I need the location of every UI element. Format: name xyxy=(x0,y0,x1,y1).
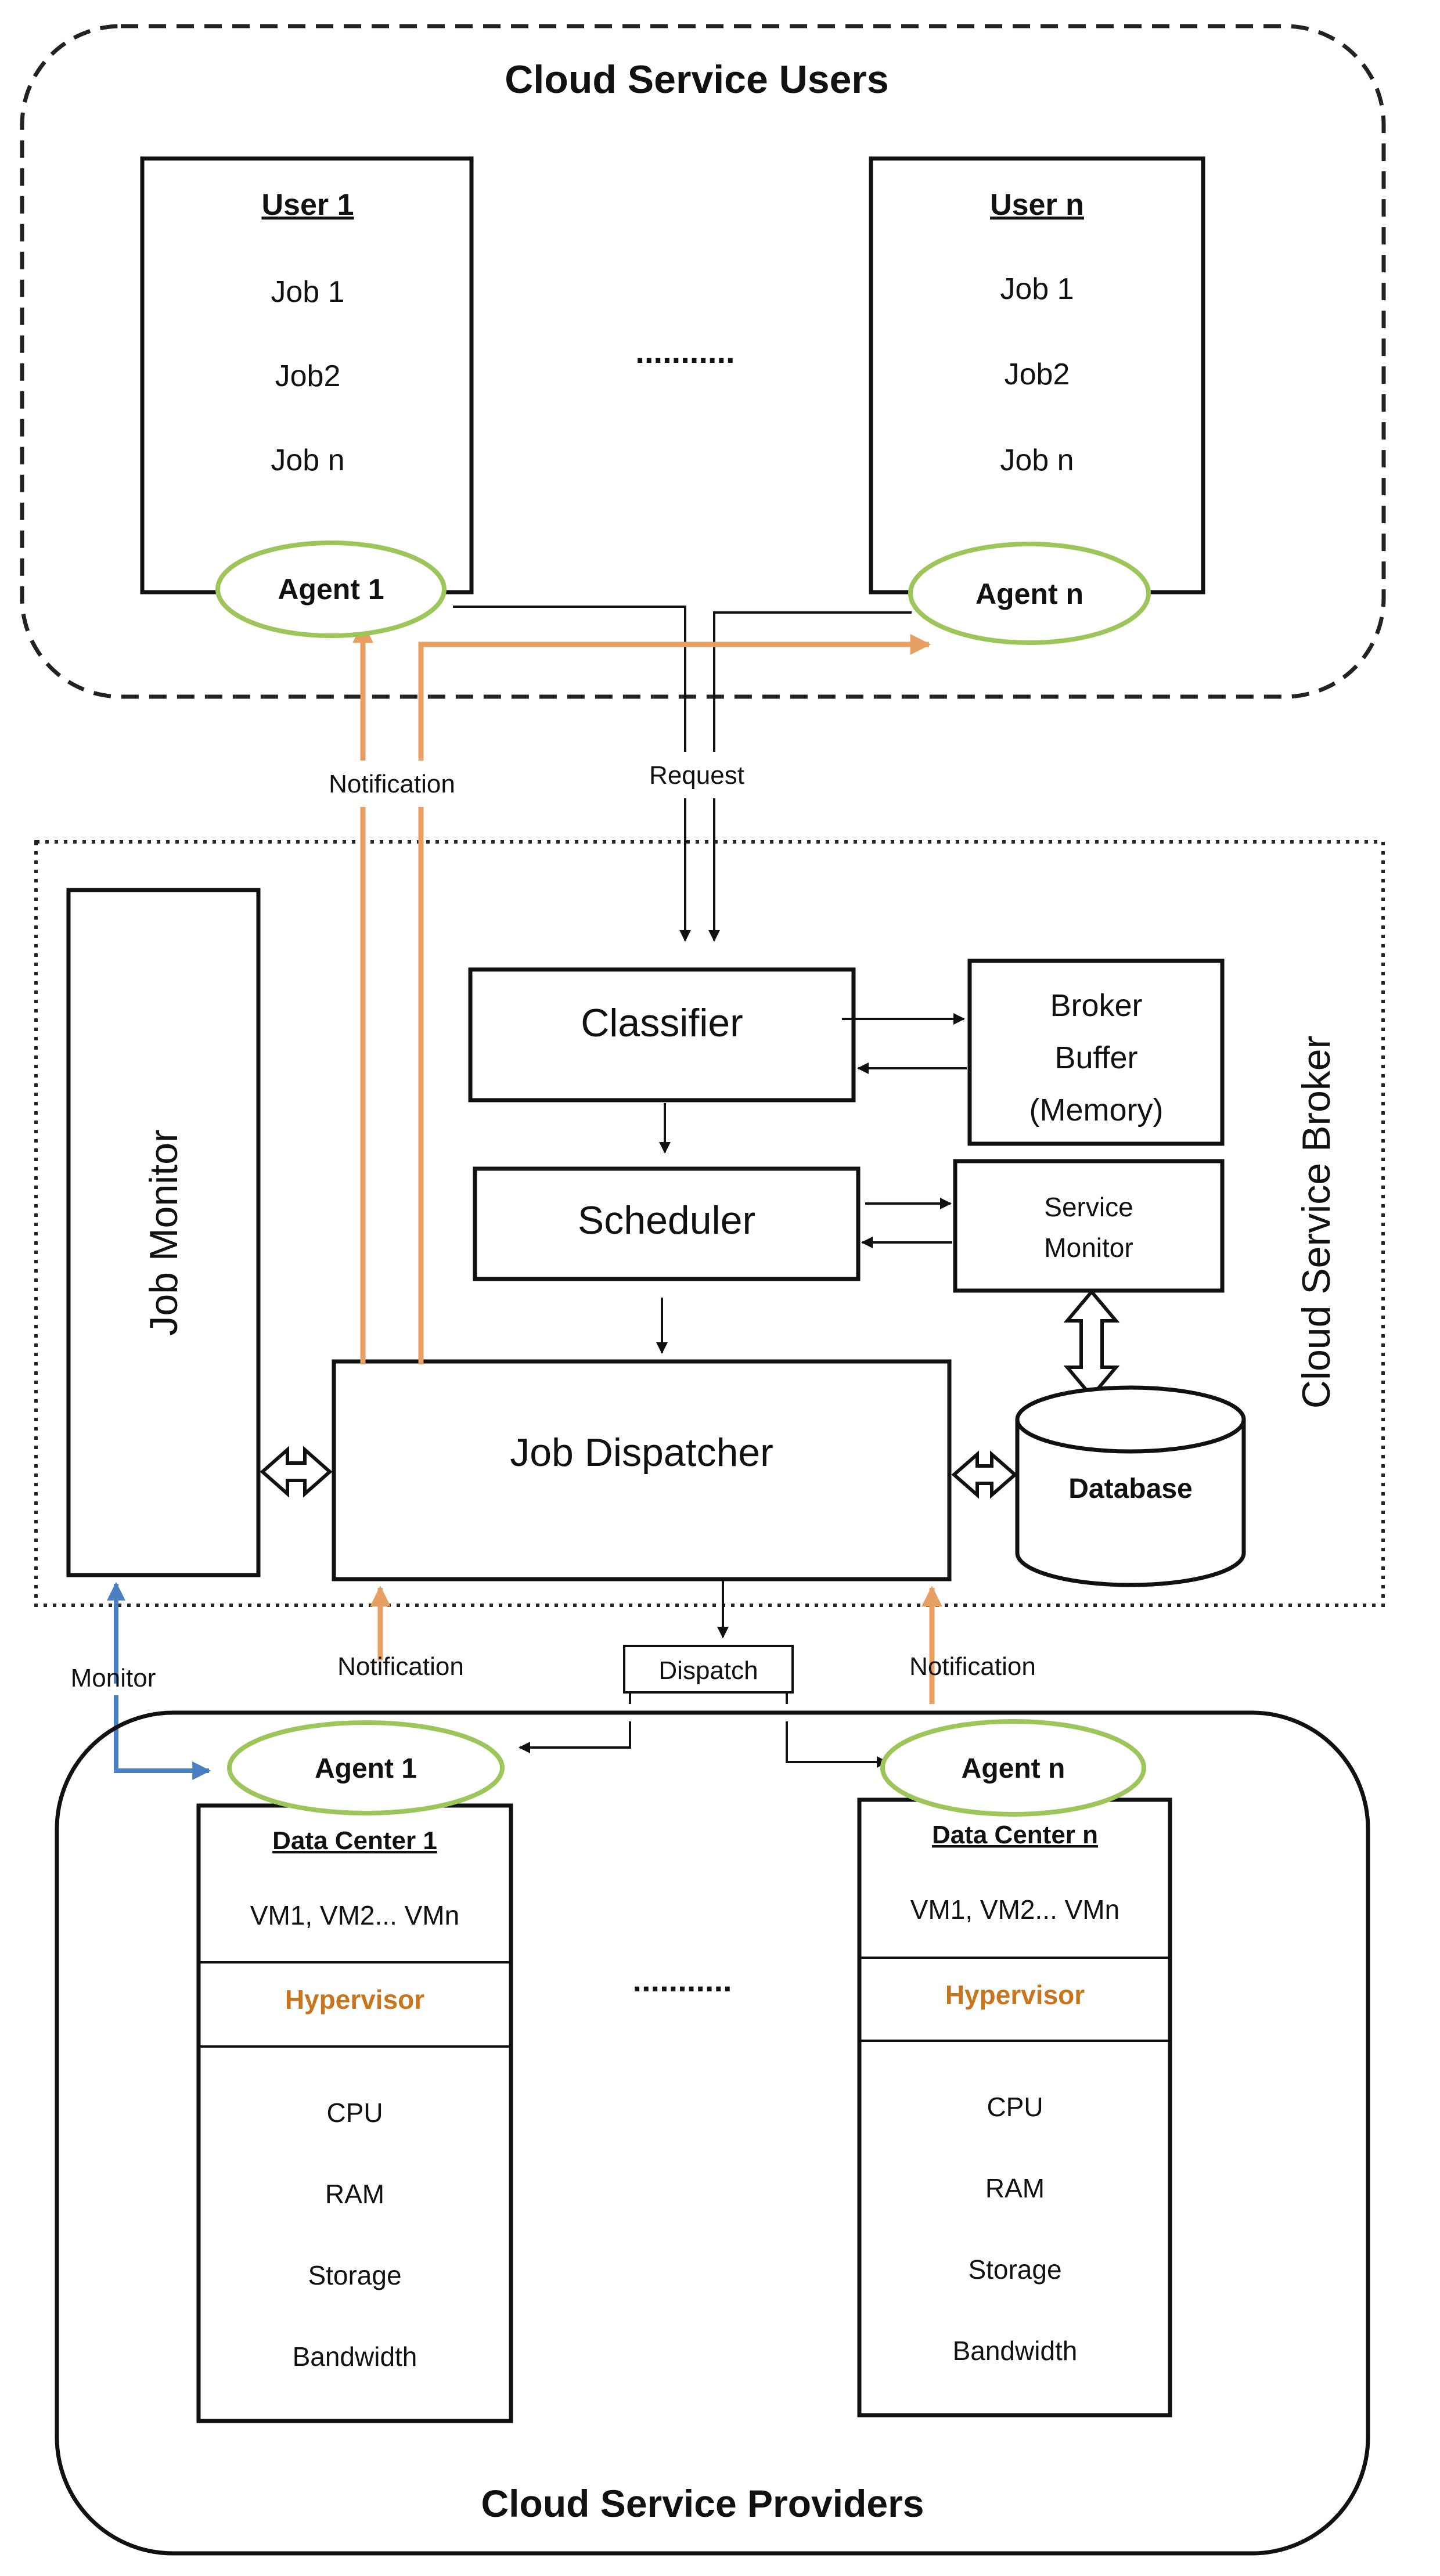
dcn-agent-label: Agent n xyxy=(962,1753,1065,1784)
user1-name: User 1 xyxy=(262,188,354,222)
database-label: Database xyxy=(1068,1473,1192,1504)
job-monitor-box xyxy=(66,888,261,1577)
user1-job: Job n xyxy=(271,444,344,477)
dispatcher-database-double-arrow xyxy=(951,1450,1018,1499)
dispatch-label: Dispatch xyxy=(658,1656,758,1685)
classifier-label: Classifier xyxy=(581,1001,743,1045)
request-line-agent1 xyxy=(453,606,691,942)
user1-job: Job 1 xyxy=(271,275,344,309)
scheduler-box xyxy=(473,1166,861,1281)
providers-title: Cloud Service Providers xyxy=(481,2482,924,2525)
users-ellipsis: ........... xyxy=(635,333,735,370)
providers-ellipsis: ........... xyxy=(632,1962,732,1998)
service-monitor-line: Service xyxy=(1044,1192,1133,1222)
dc1-resource: Bandwidth xyxy=(293,2341,417,2372)
broker-title: Cloud Service Broker xyxy=(1294,1036,1338,1408)
notification-label-providern: Notification xyxy=(909,1652,1036,1681)
user1-agent-label: Agent 1 xyxy=(278,573,384,606)
dcn-agent-ellipse xyxy=(880,1719,1146,1817)
broker-buffer-line: Broker xyxy=(1050,988,1142,1023)
monitor-to-agent1-arrow xyxy=(114,1695,211,1780)
job-dispatcher-box xyxy=(332,1359,952,1581)
scheduler-label: Scheduler xyxy=(578,1198,755,1242)
dcn-resource: RAM xyxy=(985,2173,1045,2203)
dc1-vms: VM1, VM2... VMn xyxy=(250,1900,459,1930)
broker-buffer-box xyxy=(967,959,1225,1146)
usern-job: Job2 xyxy=(1005,358,1070,391)
usern-job: Job n xyxy=(1000,444,1074,477)
dcn-name: Data Center n xyxy=(932,1821,1098,1849)
usern-name: User n xyxy=(990,188,1084,222)
notification-label-provider1: Notification xyxy=(337,1652,464,1681)
dc1-resource: Storage xyxy=(308,2260,401,2290)
classifier-box xyxy=(468,967,856,1103)
job-dispatcher-label: Job Dispatcher xyxy=(510,1431,773,1475)
dcn-resource: Storage xyxy=(968,2254,1061,2285)
usern-box xyxy=(869,156,1205,595)
job-monitor-label: Job Monitor xyxy=(142,1129,186,1335)
label-bg xyxy=(308,761,476,807)
database-cylinder-body xyxy=(1015,1419,1246,1587)
usern-job: Job 1 xyxy=(1000,272,1074,306)
dc1-resource: CPU xyxy=(326,2098,383,2128)
dc1-agent-label: Agent 1 xyxy=(315,1753,417,1784)
user1-box xyxy=(140,156,474,595)
request-label: Request xyxy=(649,761,744,790)
service-monitor-box xyxy=(953,1159,1225,1293)
dcn-vms: VM1, VM2... VMn xyxy=(910,1894,1119,1925)
usern-agent-label: Agent n xyxy=(975,578,1083,610)
dcn-hypervisor: Hypervisor xyxy=(945,1980,1085,2010)
dispatch-label-box xyxy=(623,1645,794,1694)
dc1-resource: RAM xyxy=(325,2179,384,2209)
broker-buffer-line: Buffer xyxy=(1054,1040,1137,1075)
usern-agent-ellipse xyxy=(908,542,1151,645)
dcn-resource: Bandwidth xyxy=(953,2336,1078,2366)
service-monitor-line: Monitor xyxy=(1044,1233,1133,1263)
dc1-hypervisor: Hypervisor xyxy=(285,1984,424,2015)
dc1-box xyxy=(196,1803,513,2423)
user1-job: Job2 xyxy=(275,359,341,393)
dispatch-to-agent1 xyxy=(519,1655,631,1753)
broker-region xyxy=(34,840,1385,1607)
job-monitor-dispatcher-double-arrow xyxy=(260,1446,333,1498)
users-title: Cloud Service Users xyxy=(505,57,888,102)
dc1-name: Data Center 1 xyxy=(272,1826,437,1855)
dc1-agent-ellipse xyxy=(227,1720,505,1815)
service-monitor-database-double-arrow xyxy=(1063,1289,1120,1399)
database-cylinder-top xyxy=(1015,1385,1246,1454)
broker-buffer-line: (Memory) xyxy=(1029,1093,1164,1127)
request-line-agentn xyxy=(708,611,912,942)
dcn-box xyxy=(857,1797,1172,2418)
label-bg xyxy=(633,752,761,798)
dcn-resource: CPU xyxy=(987,2092,1043,2122)
notification-label-top: Notification xyxy=(329,770,455,798)
monitor-label: Monitor xyxy=(71,1664,156,1692)
user1-agent-ellipse xyxy=(215,541,447,638)
